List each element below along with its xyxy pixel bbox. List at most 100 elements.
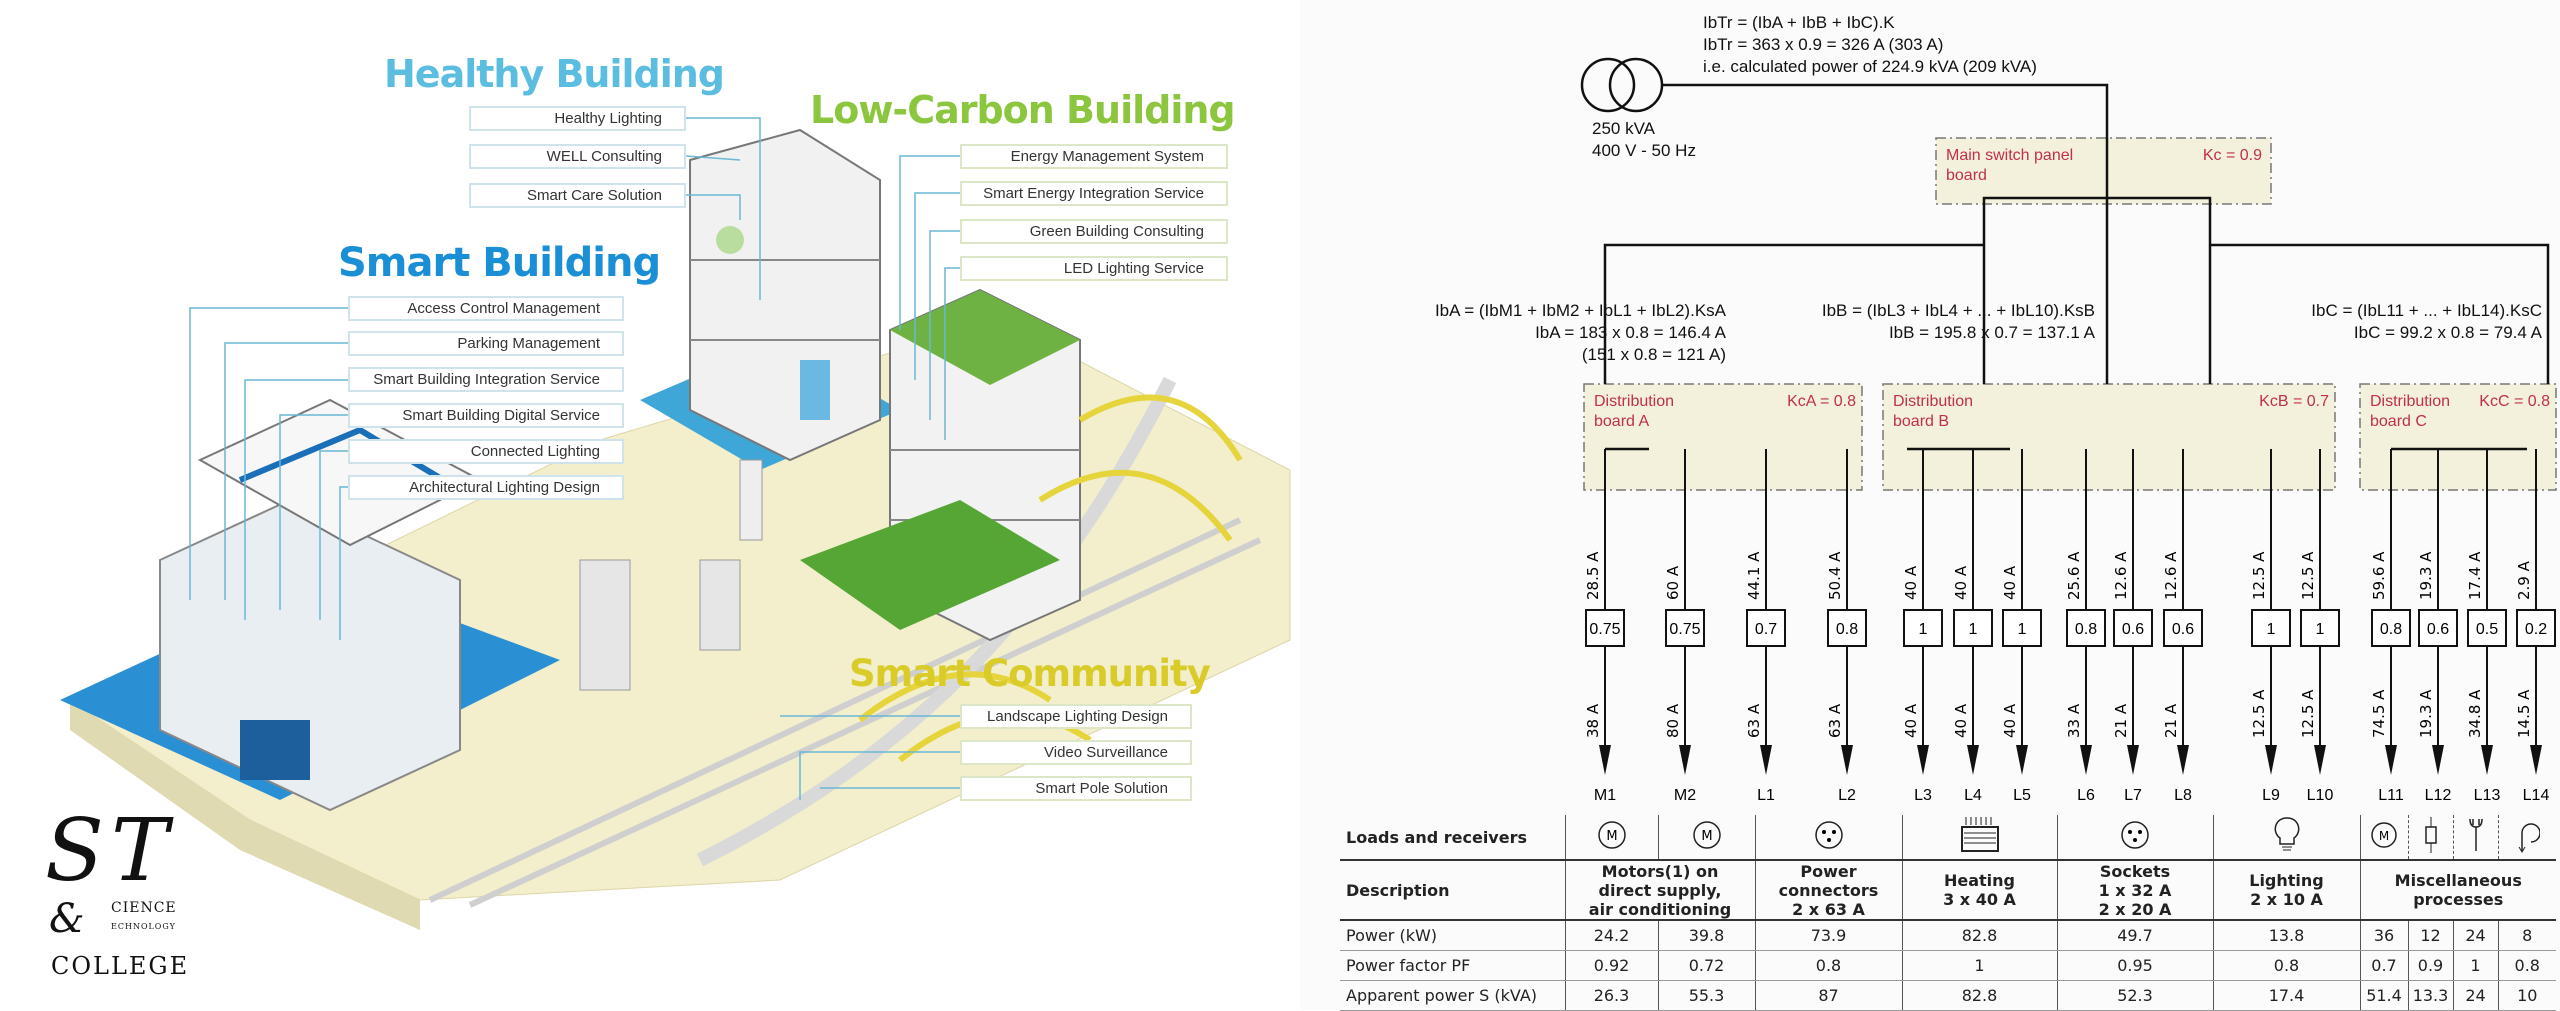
smart-city-illustration-panel: Healthy Building Healthy Lighting WELL C…	[45, 52, 1291, 988]
socket-icon	[2056, 815, 2213, 861]
factor-box	[1665, 609, 1705, 647]
factor-box	[2113, 609, 2153, 647]
cell-apparent: 82.8	[1901, 980, 2057, 1011]
upstream-current: 17.4 A	[2466, 551, 2484, 600]
upstream-current: 28.5 A	[1584, 551, 1602, 600]
label-led-lighting-service: LED Lighting Service	[960, 256, 1228, 281]
cell-apparent: 10	[2497, 980, 2556, 1011]
transformer-formula: IbTr = (IbA + IbB + IbC).K IbTr = 363 x …	[1703, 13, 2037, 76]
board-label: board B	[1893, 413, 1949, 430]
upstream-current: 40 A	[1902, 565, 1920, 600]
bridge-arches	[858, 394, 1243, 763]
transformer-rating: 250 kVA 400 V - 50 Hz	[1592, 119, 1696, 160]
arrow-head	[2432, 745, 2444, 775]
board-label: Distribution	[1893, 393, 1973, 410]
arrow-head	[2080, 745, 2092, 775]
branch-m1: 0.75 28.5 A 38 A M1	[1584, 449, 1625, 804]
row-header-description: Description	[1340, 860, 1565, 921]
cell-apparent: 55.3	[1657, 980, 1755, 1011]
logo-letter-s: S	[45, 801, 104, 901]
load-name: L7	[2124, 787, 2142, 804]
load-name: M1	[1594, 787, 1616, 804]
motor-icon: M	[1564, 815, 1658, 861]
load-name: M2	[1674, 787, 1696, 804]
load-name: L3	[1914, 787, 1932, 804]
healthy-tower-body	[689, 128, 881, 462]
utilization-factor: 0.6	[2427, 621, 2449, 638]
utilization-factor: 1	[2018, 621, 2027, 638]
cell-apparent: 87	[1754, 980, 1902, 1011]
downstream-current: 12.5 A	[2299, 689, 2317, 738]
load-name: L12	[2425, 787, 2452, 804]
downstream-current: 34.8 A	[2466, 689, 2484, 738]
label-smart-building-integration: Smart Building Integration Service	[348, 367, 624, 392]
heating-element-icon	[2452, 815, 2498, 861]
smart-building-title: Smart Building	[338, 240, 661, 286]
distribution-board-c	[2359, 383, 2557, 491]
cell-power: 73.9	[1754, 920, 1902, 951]
load-name: L1	[1757, 787, 1775, 804]
board-kc: KcB = 0.7	[2259, 393, 2329, 410]
cell-apparent: 17.4	[2212, 980, 2360, 1011]
load-name: L10	[2307, 787, 2334, 804]
factor-box	[1953, 609, 1993, 647]
arrow-head	[1599, 745, 1611, 775]
arrow-head	[2385, 745, 2397, 775]
college-logo: S T CIENCE & ECHNOLOGY COLLEGE	[45, 808, 220, 988]
loads-table: Loads and receivers M M M Description Mo…	[1340, 815, 2556, 1011]
cell-pf: 1	[1901, 950, 2057, 981]
cell-power: 36	[2359, 920, 2408, 951]
branch-l5: 140 A40 AL5	[2001, 449, 2042, 804]
factor-box	[1903, 609, 1943, 647]
load-name: L8	[2174, 787, 2192, 804]
healthy-building-title: Healthy Building	[384, 52, 725, 96]
utilization-factor: 1	[2267, 621, 2276, 638]
utilization-factor: 0.75	[1589, 621, 1620, 638]
downstream-current: 74.5 A	[2370, 689, 2388, 738]
downstream-current: 38 A	[1584, 703, 1602, 738]
label-access-control: Access Control Management	[348, 296, 624, 321]
downstream-current: 63 A	[1826, 703, 1844, 738]
office-block	[739, 459, 763, 541]
arrow-head	[2530, 745, 2542, 775]
utilization-factor: 0.2	[2525, 621, 2547, 638]
resistor-icon	[2407, 815, 2453, 861]
logo-ampersand: &	[49, 896, 85, 942]
cell-apparent: 52.3	[2056, 980, 2213, 1011]
board-a-formula: IbA = (IbM1 + IbM2 + IbL1 + IbL2).KsA Ib…	[1434, 301, 1726, 364]
downstream-current: 40 A	[2001, 703, 2019, 738]
branch-l6: 0.825.6 A33 AL6	[2065, 449, 2106, 804]
upstream-current: 59.6 A	[2370, 551, 2388, 600]
cell-apparent: 24	[2452, 980, 2498, 1011]
label-connected-lighting: Connected Lighting	[348, 439, 624, 464]
logo-college: COLLEGE	[51, 952, 190, 980]
cell-power: 8	[2497, 920, 2556, 951]
arrow-head	[1679, 745, 1691, 775]
row-header-loads: Loads and receivers	[1340, 815, 1565, 861]
label-green-building-consulting: Green Building Consulting	[960, 219, 1228, 244]
board-b-formula: IbB = (IbL3 + IbL4 + ... + IbL10).KsB Ib…	[1821, 301, 2095, 342]
heater-icon	[1901, 815, 2057, 861]
cell-apparent: 13.3	[2407, 980, 2453, 1011]
utilization-factor: 1	[1919, 621, 1928, 638]
cell-pf: 0.95	[2056, 950, 2213, 981]
healthy-tower-kiosk	[800, 360, 830, 420]
utilization-factor: 0.6	[2172, 621, 2194, 638]
cell-apparent: 51.4	[2359, 980, 2408, 1011]
board-c-formula: IbC = (IbL11 + ... + IbL14).KsC IbC = 99…	[2311, 301, 2542, 342]
downstream-current: 63 A	[1745, 703, 1763, 738]
upstream-current: 25.6 A	[2065, 551, 2083, 600]
branch-l7: 0.612.6 A21 AL7	[2112, 449, 2153, 804]
downstream-current: 21 A	[2112, 703, 2130, 738]
upstream-current: 12.5 A	[2299, 551, 2317, 600]
healthy-tower-plant	[716, 226, 744, 254]
power-connector-icon	[1754, 815, 1902, 861]
downstream-current: 40 A	[1952, 703, 1970, 738]
motor-icon: M	[1657, 815, 1755, 861]
